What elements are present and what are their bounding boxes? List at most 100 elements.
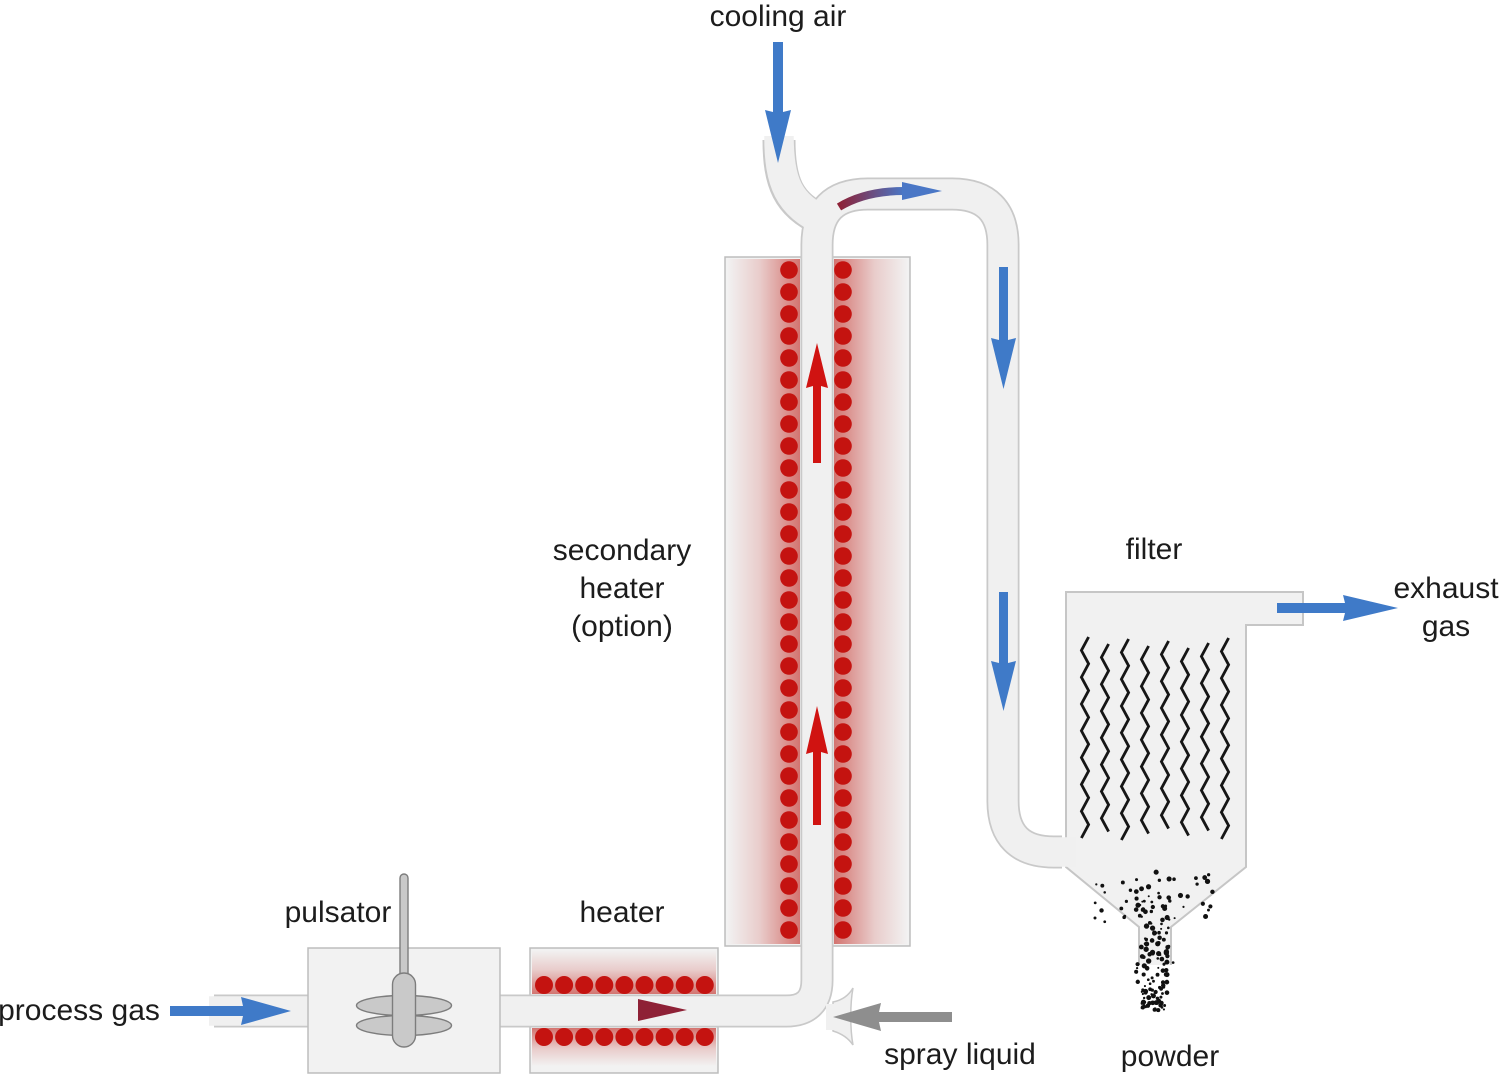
heating-element-dot xyxy=(780,767,798,785)
powder-particle xyxy=(1164,968,1169,973)
powder-particle xyxy=(1160,983,1166,988)
heating-element-dot xyxy=(780,349,798,367)
process-gas-label: process gas xyxy=(0,994,160,1027)
heating-element-dot xyxy=(780,811,798,829)
heater-label: heater xyxy=(579,896,665,929)
powder-particle xyxy=(1173,917,1176,920)
heating-element-dot xyxy=(834,283,852,301)
spray-nozzle-port xyxy=(826,1004,836,1030)
heating-element-dot xyxy=(834,899,852,917)
powder-particle xyxy=(1150,988,1154,992)
powder-particle xyxy=(1103,920,1107,924)
powder-particle xyxy=(1159,1000,1164,1006)
exhaust-gas-label: exhaust gas xyxy=(1393,572,1499,643)
powder-label: powder xyxy=(1120,1040,1220,1073)
cool-to-hot-arrow-head xyxy=(638,999,687,1021)
heating-element-dot xyxy=(780,657,798,675)
powder-particle xyxy=(1146,978,1150,982)
flow-arrows xyxy=(170,42,1398,1031)
cooling-air-arrow xyxy=(765,42,791,163)
powder-particle xyxy=(1159,1003,1163,1007)
powder-particle xyxy=(1177,892,1184,898)
powder-particle xyxy=(1145,884,1152,890)
powder-particle xyxy=(1206,873,1211,877)
filter-label: filter xyxy=(1125,533,1183,566)
powder-particle xyxy=(1156,941,1161,945)
powder-particle xyxy=(1141,972,1146,977)
powder-particle xyxy=(1202,875,1208,880)
pulsator-label: pulsator xyxy=(284,896,392,929)
heating-element-dot xyxy=(780,459,798,477)
heating-element-dot xyxy=(780,437,798,455)
powder-particle xyxy=(1210,889,1215,895)
powder-particle xyxy=(1166,876,1172,882)
powder-particle xyxy=(1156,951,1162,957)
powder-particle xyxy=(1143,984,1147,988)
powder-particle xyxy=(1162,1008,1166,1011)
heating-element-dot xyxy=(834,349,852,367)
powder-particle xyxy=(1093,901,1097,905)
heating-element-dot xyxy=(834,767,852,785)
heating-element-dot xyxy=(635,1028,654,1046)
powder-particle xyxy=(1134,896,1139,901)
cool-to-hot-arrow xyxy=(566,999,687,1021)
heating-element-dot xyxy=(675,1028,694,1046)
powder-particle xyxy=(1143,942,1147,946)
powder-particle xyxy=(1156,957,1160,960)
powder-particle xyxy=(1152,979,1155,983)
powder-particle xyxy=(1160,968,1166,973)
powder-particle xyxy=(1150,993,1156,999)
powder-particle xyxy=(1166,895,1172,900)
heating-element-dot xyxy=(655,1028,674,1046)
powder-particle xyxy=(1103,891,1106,894)
heater-elements xyxy=(535,976,714,1046)
heating-element-dot xyxy=(675,976,694,994)
powder-particle xyxy=(1149,909,1154,914)
powder-particle xyxy=(1157,935,1162,941)
heating-element-dot xyxy=(834,569,852,587)
heating-element-dot xyxy=(834,723,852,741)
powder-particle xyxy=(1163,1004,1167,1007)
heating-element-dot xyxy=(834,811,852,829)
powder-particle xyxy=(1157,930,1161,935)
heating-element-dot xyxy=(780,283,798,301)
powder-particle xyxy=(1156,1009,1160,1013)
heating-element-dot xyxy=(834,437,852,455)
powder-particle xyxy=(1160,922,1163,926)
powder-particle xyxy=(1140,1002,1144,1005)
powder-particle xyxy=(1123,914,1127,918)
powder-particle xyxy=(1135,979,1140,985)
heating-element-dot xyxy=(780,789,798,807)
heating-element-dot xyxy=(834,789,852,807)
heating-element-dot xyxy=(834,679,852,697)
filter-zigzag xyxy=(1099,643,1111,833)
powder-particle xyxy=(1142,996,1146,1000)
powder-particle xyxy=(1164,979,1170,985)
powder-particle xyxy=(1128,888,1133,892)
powder-particle xyxy=(1154,1000,1160,1006)
powder-particle xyxy=(1159,956,1165,962)
powder-particle xyxy=(1153,989,1158,995)
heating-element-dot xyxy=(834,591,852,609)
heating-element-dot xyxy=(834,371,852,389)
powder-particle xyxy=(1138,944,1144,950)
powder-particle xyxy=(1134,969,1139,974)
heating-element-dot xyxy=(575,1028,594,1046)
powder-particle xyxy=(1157,878,1162,882)
powder-particle xyxy=(1167,926,1170,930)
powder-particle xyxy=(1145,965,1150,970)
powder-particle xyxy=(1163,949,1170,955)
powder-particle xyxy=(1144,937,1149,942)
heating-element-dot xyxy=(780,503,798,521)
powder-particle xyxy=(1185,894,1190,899)
powder-particle xyxy=(1150,904,1155,910)
powder-particle xyxy=(1141,992,1144,996)
filter-cartridges xyxy=(1079,636,1231,841)
filter-vessel xyxy=(1065,591,1304,1013)
powder-particle xyxy=(1164,972,1170,978)
heating-element-dot xyxy=(595,976,614,994)
powder-particle xyxy=(1155,972,1160,977)
powder-particle xyxy=(1200,901,1205,906)
powder-particle xyxy=(1160,917,1165,923)
